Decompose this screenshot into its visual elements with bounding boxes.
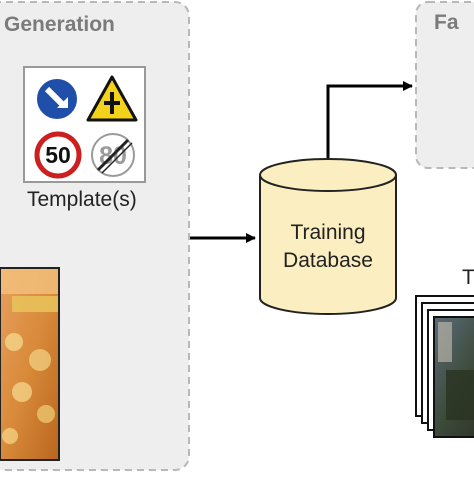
database-label-line1: Training — [290, 221, 366, 244]
speed-limit-sign-icon: 50 — [34, 131, 82, 179]
test-images-label: T — [462, 266, 474, 289]
test-image-stack — [415, 295, 474, 438]
warning-crossroads-sign-icon — [86, 75, 138, 122]
speed-limit-value: 50 — [45, 142, 71, 168]
generation-panel-title: Generation — [4, 13, 115, 36]
arrow-database-to-panel — [326, 81, 413, 158]
background-photo — [0, 267, 60, 461]
end-speed-limit-sign-icon: 80 — [91, 133, 135, 177]
training-database-cylinder — [259, 158, 397, 315]
right-panel-title: Fa — [434, 11, 459, 34]
right-panel — [415, 1, 474, 169]
database-label-line2: Database — [283, 249, 373, 272]
template-caption: Template(s) — [27, 188, 137, 211]
mandatory-direction-sign-icon — [35, 77, 79, 121]
